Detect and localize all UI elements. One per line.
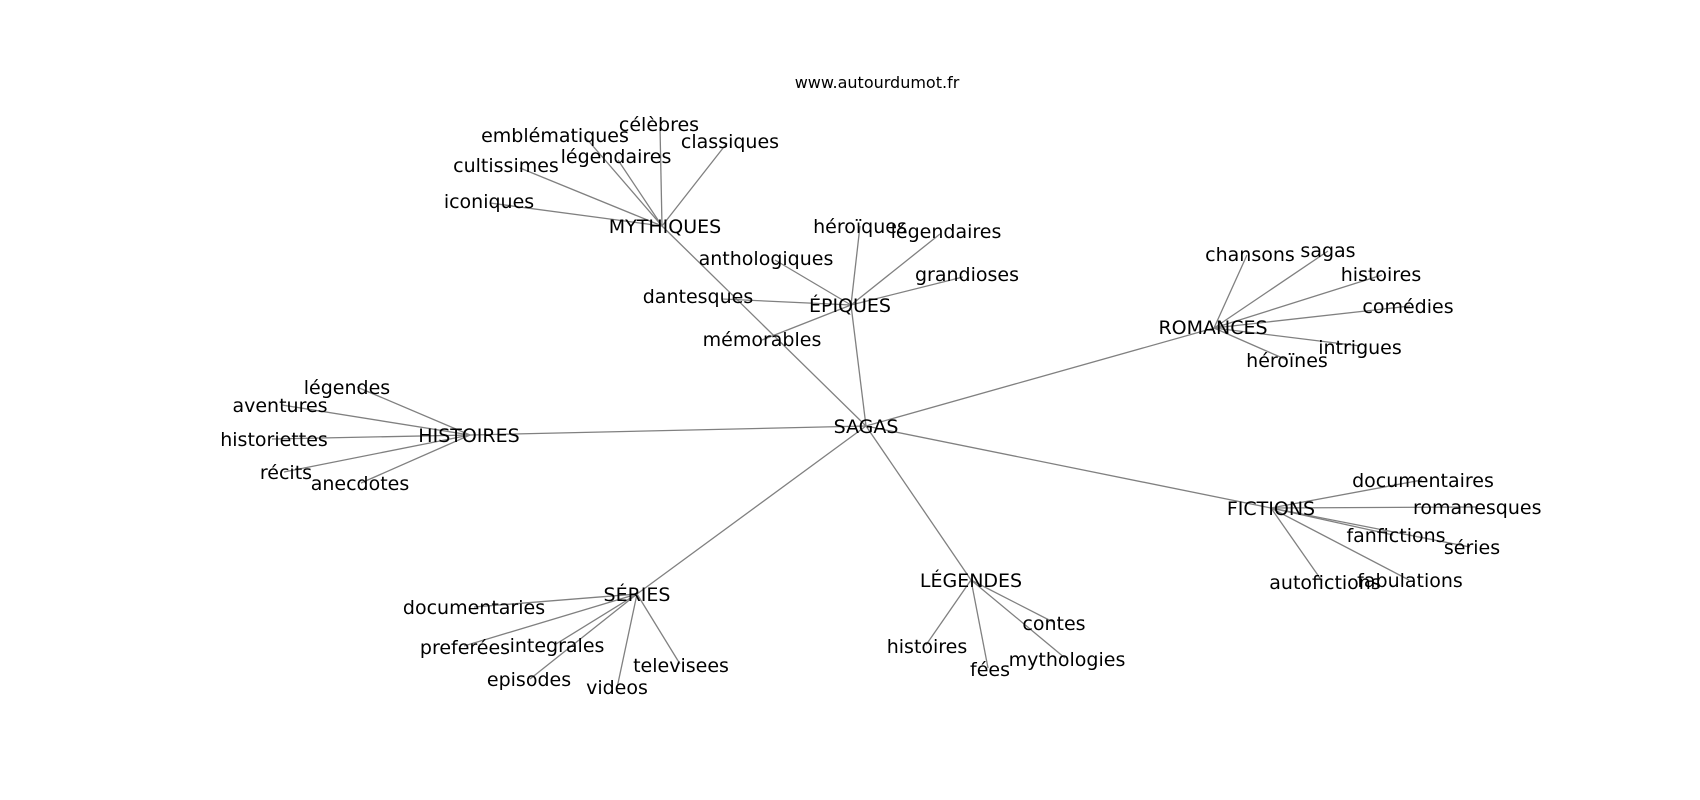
edge-histoires-legendes — [356, 386, 471, 436]
edge-epiques-legendaires — [850, 233, 941, 306]
edge-mythiques-iconiques — [489, 202, 663, 227]
term-label: histoires — [887, 636, 968, 658]
term-label: fées — [970, 659, 1010, 681]
term-label: historiettes — [220, 429, 328, 451]
edge-legendes-fees — [970, 579, 989, 669]
edge-fictions-series — [1270, 507, 1471, 548]
term-label: grandioses — [915, 264, 1019, 286]
group-label-mythiques: MYTHIQUES — [609, 216, 721, 238]
term-label: célèbres — [619, 114, 699, 136]
edge-mythiques-cultissimes — [519, 167, 663, 227]
edge-histoires-anecdotes — [360, 434, 471, 484]
term-label: integrales — [510, 635, 605, 657]
term-label: cultissimes — [453, 155, 559, 177]
edge-epiques-grandioses — [850, 276, 964, 306]
edge-series-integrales — [555, 593, 638, 645]
term-label: preferées — [420, 637, 510, 659]
term-label: légendaires — [561, 146, 672, 168]
edge-fictions-romanesques — [1270, 506, 1479, 509]
edge-epiques-anthologiques — [774, 259, 852, 306]
edge-histoires-historiettes — [271, 434, 471, 440]
edge-fictions-documentaires — [1270, 479, 1423, 509]
term-label: romanesques — [1413, 497, 1542, 519]
edge-series-videos — [616, 593, 638, 689]
group-label-legendes: LÉGENDES — [920, 569, 1022, 592]
term-label: légendes — [304, 377, 390, 399]
edge-legendes-histoires — [925, 579, 972, 646]
term-label: fabulations — [1357, 570, 1463, 592]
group-label-romances: ROMANCES — [1158, 317, 1267, 339]
edge-series-episodes — [529, 593, 638, 680]
term-label: héroïnes — [1246, 350, 1328, 372]
term-label: televisees — [633, 655, 729, 677]
term-label: comédies — [1362, 296, 1453, 318]
edge-root-mythiques — [661, 225, 867, 427]
edge-series-documentaries — [473, 593, 638, 608]
edge-series-televisees — [636, 593, 681, 665]
term-label: episodes — [487, 669, 571, 691]
root-node-label: SAGAS — [834, 416, 899, 438]
edge-epiques-memorables — [761, 304, 852, 341]
term-label: videos — [586, 677, 648, 699]
term-label: autofictions — [1269, 572, 1380, 594]
term-label: aventures — [232, 395, 327, 417]
edge-fictions-fabulations — [1270, 507, 1410, 581]
term-label: intrigues — [1318, 337, 1402, 359]
term-label: mémorables — [703, 329, 822, 351]
term-label: légendaires — [891, 221, 1002, 243]
edge-romances-sagas — [1213, 250, 1329, 329]
edge-series-preferees — [463, 593, 638, 647]
edge-root-series — [636, 425, 867, 595]
edge-root-histoires — [469, 425, 867, 436]
group-label-series: SÉRIES — [604, 583, 671, 606]
term-label: chansons — [1205, 244, 1295, 266]
term-label: iconiques — [444, 191, 534, 213]
group-label-epiques: ÉPIQUES — [809, 294, 891, 317]
term-label: récits — [260, 462, 312, 484]
edge-epiques-dantesques — [721, 298, 852, 306]
edge-fictions-autofictions — [1270, 507, 1323, 582]
term-label: documentaires — [1352, 470, 1494, 492]
edge-mythiques-celebres — [659, 126, 663, 227]
edge-mythiques-legendaires — [617, 159, 663, 227]
group-label-fictions: FICTIONS — [1227, 498, 1315, 520]
edge-histoires-recits — [283, 434, 471, 473]
edge-root-epiques — [850, 304, 867, 427]
term-label: emblématiques — [481, 125, 629, 147]
term-label: contes — [1022, 613, 1085, 635]
edge-mythiques-emblematiques — [585, 137, 663, 227]
term-label: sagas — [1300, 240, 1355, 262]
term-label: dantesques — [643, 286, 753, 308]
edge-romances-heroines — [1213, 327, 1288, 361]
edge-root-romances — [865, 327, 1215, 427]
edge-epiques-heroiques — [850, 225, 861, 306]
edge-root-fictions — [865, 425, 1272, 509]
edge-histoires-aventures — [281, 404, 471, 436]
group-label-histoires: HISTOIRES — [418, 425, 519, 447]
edge-mythiques-classiques — [661, 142, 728, 227]
edge-root-legendes — [865, 425, 972, 581]
term-label: anecdotes — [311, 473, 410, 495]
term-label: anthologiques — [699, 248, 834, 270]
edge-romances-histoires — [1213, 274, 1383, 329]
term-label: héroïques — [813, 216, 907, 238]
edge-romances-intrigues — [1213, 327, 1361, 347]
term-label: classiques — [681, 131, 779, 153]
edge-legendes-mythologies — [970, 579, 1066, 659]
term-label: mythologies — [1009, 649, 1126, 671]
term-label: séries — [1444, 537, 1500, 559]
term-label: fanfictions — [1346, 525, 1445, 547]
site-url: www.autourdumot.fr — [795, 73, 960, 92]
edge-legendes-contes — [970, 579, 1054, 623]
term-label: histoires — [1341, 264, 1422, 286]
edge-romances-chansons — [1213, 254, 1248, 329]
edge-romances-comedies — [1213, 305, 1411, 329]
term-label: documentaries — [403, 597, 545, 619]
